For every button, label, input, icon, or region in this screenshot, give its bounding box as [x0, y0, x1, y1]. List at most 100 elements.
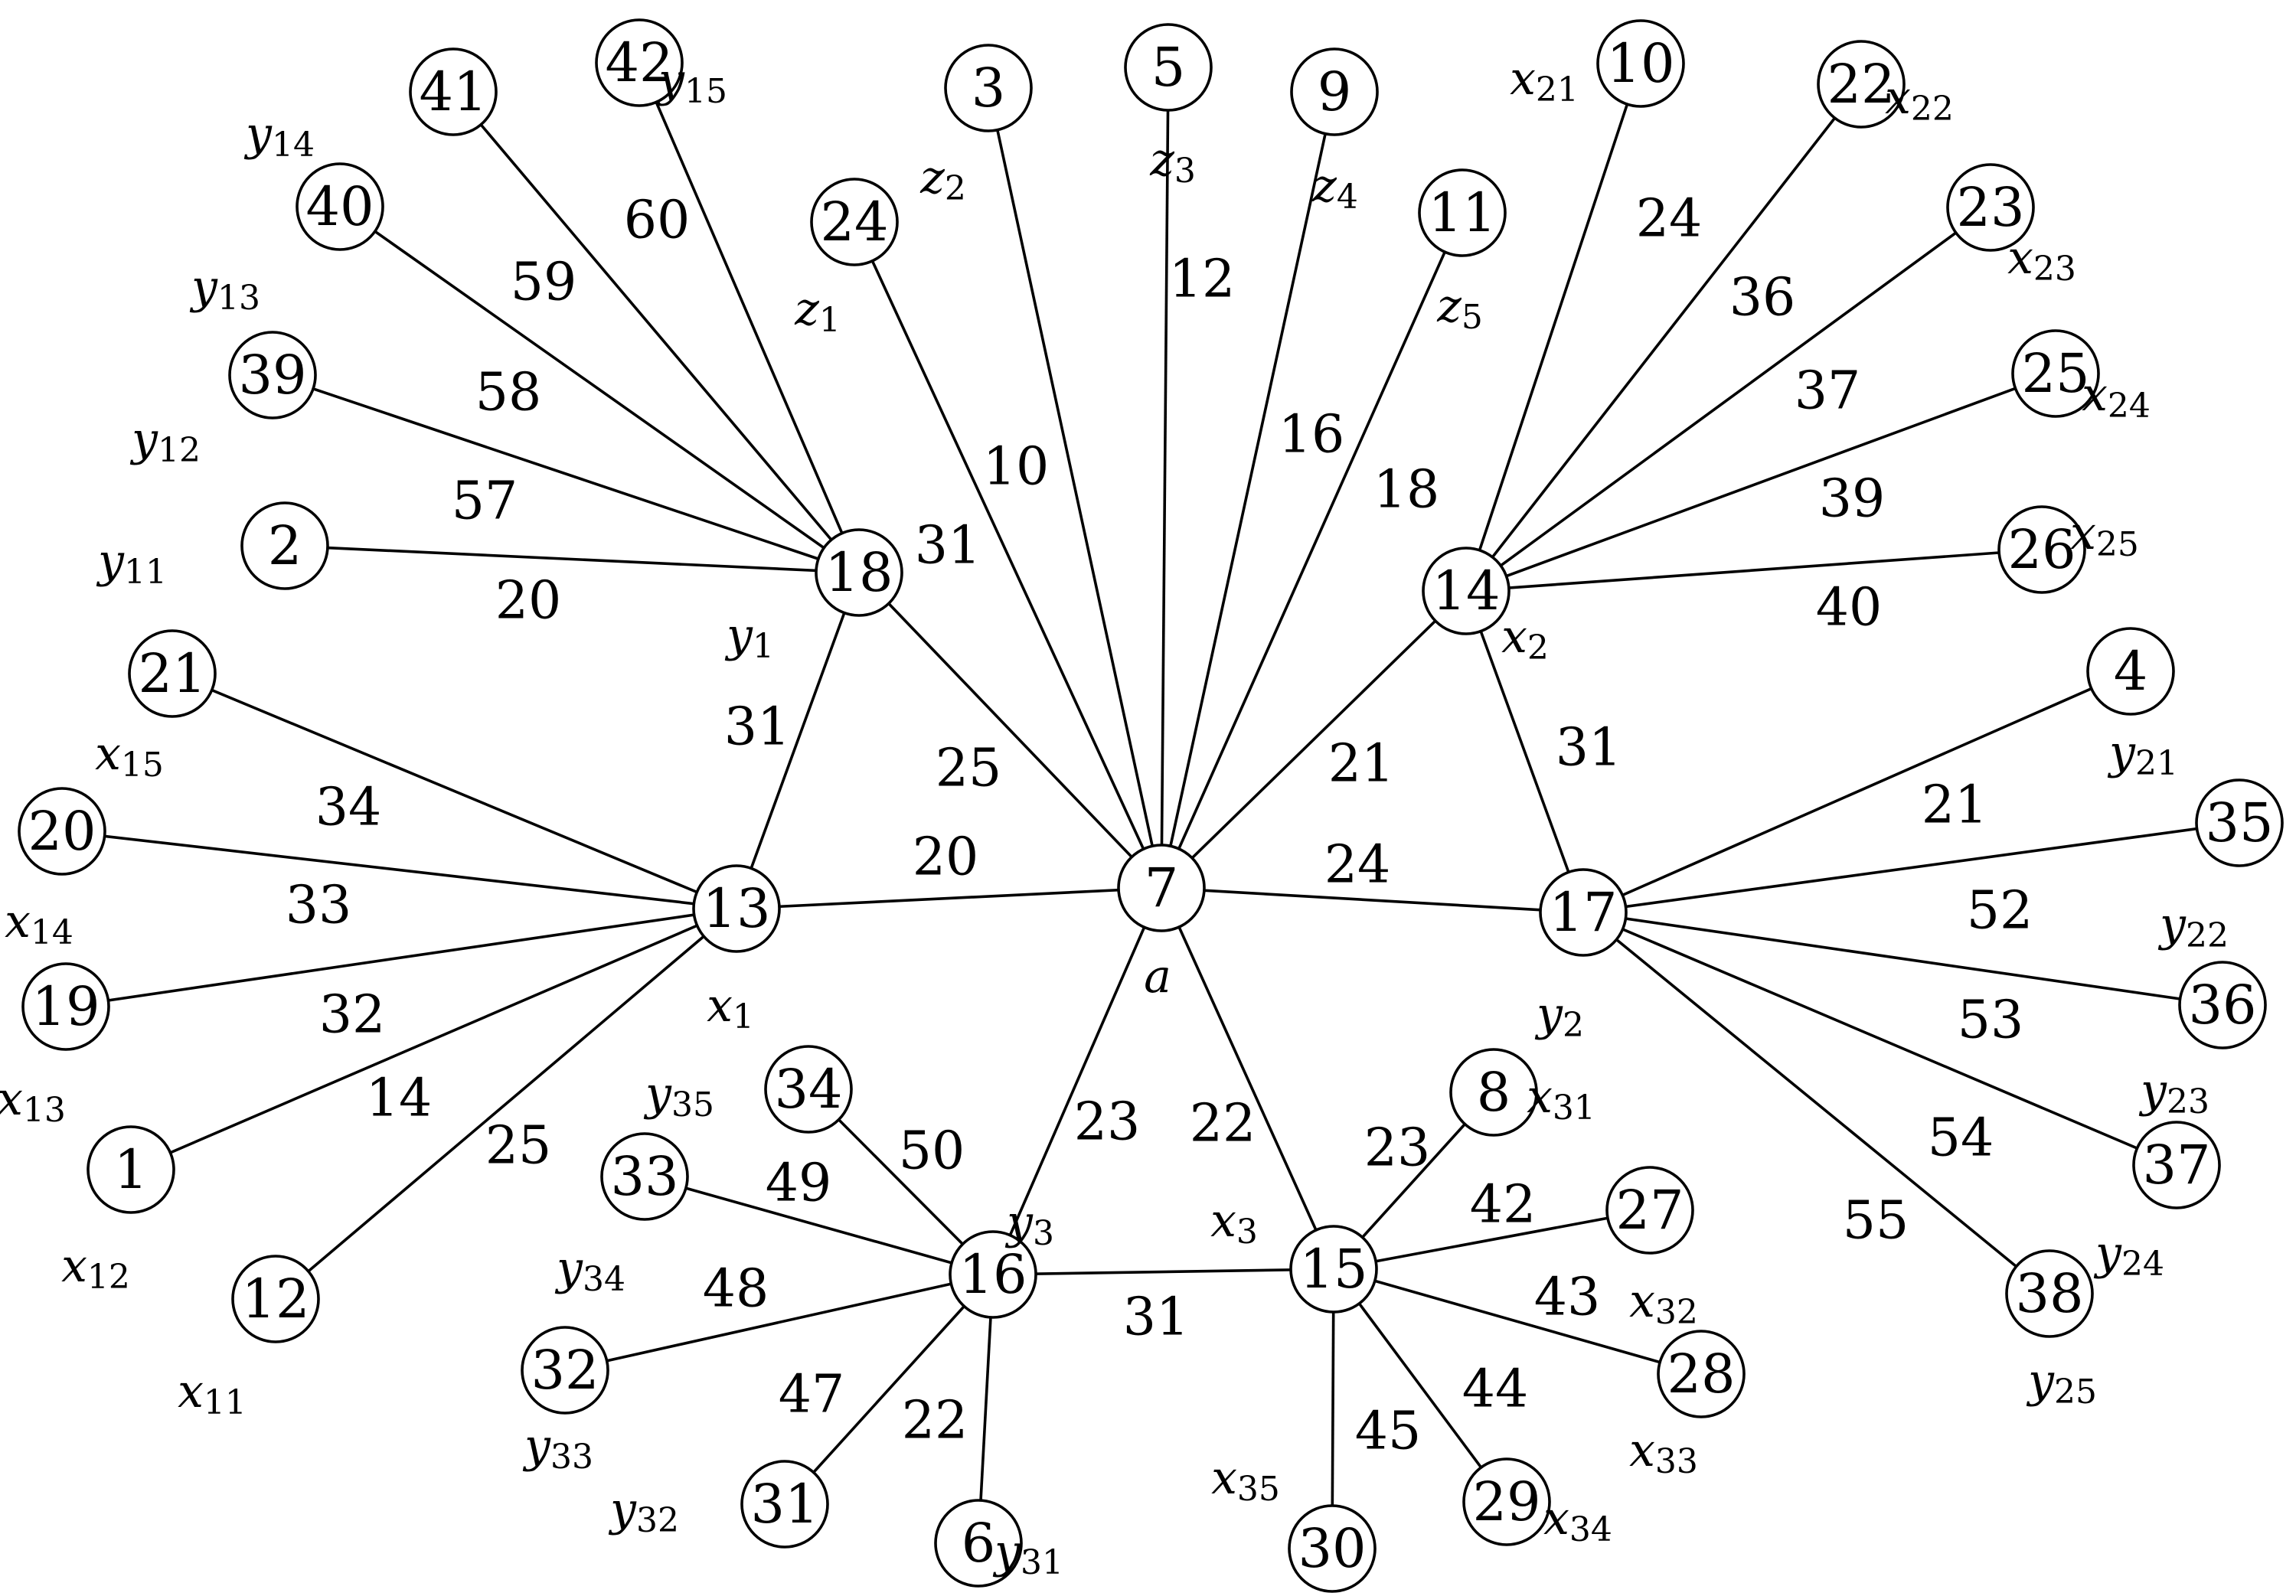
node-circle: [1124, 23, 1213, 112]
node-circle: [2011, 329, 2100, 418]
edge-7-15: [1160, 887, 1335, 1270]
edge-label: 31: [724, 697, 791, 758]
edge-17-38: [1582, 911, 2051, 1295]
edge-18-40: [338, 205, 861, 574]
node-37: 37: [2132, 1121, 2221, 1209]
edge-15-27: [1333, 1209, 1651, 1271]
vertex-label: x1: [707, 979, 754, 1036]
vertex-label: x35: [1211, 1451, 1280, 1509]
node-circle: [1289, 1225, 1378, 1314]
node-number: 34: [774, 1058, 842, 1121]
node-number: 25: [2021, 342, 2089, 405]
edge-label: 31: [1556, 718, 1622, 778]
node-number: 13: [702, 877, 770, 940]
node-13: 13: [692, 864, 781, 953]
edge-label: 23: [1364, 1118, 1431, 1179]
vertex-label: y12: [129, 413, 201, 470]
node-27: 27: [1605, 1166, 1694, 1255]
node-17: 17: [1539, 868, 1628, 957]
edge-18-42: [638, 62, 861, 573]
node-25: 25: [2011, 329, 2100, 418]
edge-17-35: [1582, 821, 2240, 914]
edge-label: 32: [319, 985, 386, 1046]
edge-label: 42: [1470, 1175, 1537, 1235]
node-circle: [1422, 547, 1511, 635]
node-number: 28: [1667, 1343, 1735, 1405]
node-circle: [21, 962, 110, 1051]
node-circle: [1539, 868, 1628, 957]
node-number: 24: [820, 191, 888, 253]
edge-13-20: [61, 830, 737, 910]
node-11: 11: [1418, 168, 1507, 257]
node-26: 26: [1997, 505, 2086, 594]
vertex-label: y24: [2093, 1226, 2164, 1284]
node-number: 6: [962, 1512, 996, 1575]
node-21: 21: [128, 629, 217, 718]
node-15: 15: [1289, 1225, 1378, 1314]
node-number: 36: [2188, 974, 2256, 1036]
vertex-label: y1: [724, 609, 774, 666]
node-circle: [228, 331, 317, 419]
vertex-label: y11: [96, 534, 167, 592]
vertex-label: y23: [2138, 1064, 2209, 1121]
node-number: 35: [2205, 791, 2273, 854]
node-number: 33: [610, 1145, 678, 1208]
node-number: 16: [959, 1243, 1027, 1306]
node-8: 8: [1449, 1048, 1538, 1137]
edge-18-39: [272, 374, 860, 574]
node-number: 38: [2015, 1262, 2083, 1325]
node-number: 4: [2114, 640, 2148, 703]
edge-15-30: [1331, 1268, 1335, 1549]
edge-13-21: [171, 672, 737, 910]
edge-label: 34: [315, 778, 382, 838]
vertex-label: x13: [0, 1072, 66, 1130]
node-number: 41: [419, 60, 487, 123]
node-circle: [2195, 778, 2284, 867]
node-circle: [409, 47, 498, 136]
vertex-label: x3: [1210, 1194, 1258, 1252]
node-circle: [815, 528, 903, 617]
node-number: 23: [1956, 176, 2024, 239]
node-circle: [1657, 1330, 1746, 1418]
edge-13-12: [274, 907, 738, 1301]
node-circle: [87, 1125, 175, 1214]
edge-label: 31: [915, 516, 981, 576]
edge-14-22: [1465, 83, 1863, 592]
vertex-label: x33: [1629, 1424, 1698, 1481]
node-number: 12: [241, 1268, 309, 1330]
edge-7-9: [1160, 91, 1336, 889]
edge-17-36: [1582, 911, 2223, 1007]
edge-7-18: [857, 571, 1163, 889]
edge-label: 33: [286, 876, 352, 936]
edge-label: 24: [1636, 189, 1703, 250]
vertex-label: z5: [1436, 279, 1483, 337]
edge-label: 47: [779, 1365, 845, 1425]
vertex-label: y3: [1004, 1196, 1054, 1253]
node-circle: [240, 501, 329, 590]
node-18: 18: [815, 528, 903, 617]
node-number: 29: [1472, 1470, 1540, 1533]
vertex-label: x21: [1510, 52, 1579, 109]
node-number: 20: [28, 800, 96, 863]
edge-label: 20: [913, 827, 979, 888]
node-circle: [521, 1326, 609, 1415]
node-28: 28: [1657, 1330, 1746, 1418]
edge-label: 39: [1819, 469, 1886, 530]
edge-14-23: [1465, 206, 1992, 592]
node-number: 32: [531, 1339, 599, 1402]
node-10: 10: [1596, 19, 1685, 108]
node-number: 19: [31, 975, 100, 1038]
vertex-label: x12: [61, 1239, 130, 1297]
vertex-label: y25: [2026, 1354, 2097, 1412]
node-number: 17: [1549, 881, 1617, 944]
edge-14-10: [1465, 63, 1642, 592]
edge-label: 53: [1958, 991, 2024, 1051]
edge-17-37: [1582, 911, 2177, 1167]
edge-7-13: [736, 886, 1162, 910]
node-circle: [1418, 168, 1507, 257]
edge-15-28: [1333, 1268, 1702, 1376]
node-30: 30: [1288, 1504, 1377, 1593]
node-circle: [2005, 1249, 2094, 1338]
